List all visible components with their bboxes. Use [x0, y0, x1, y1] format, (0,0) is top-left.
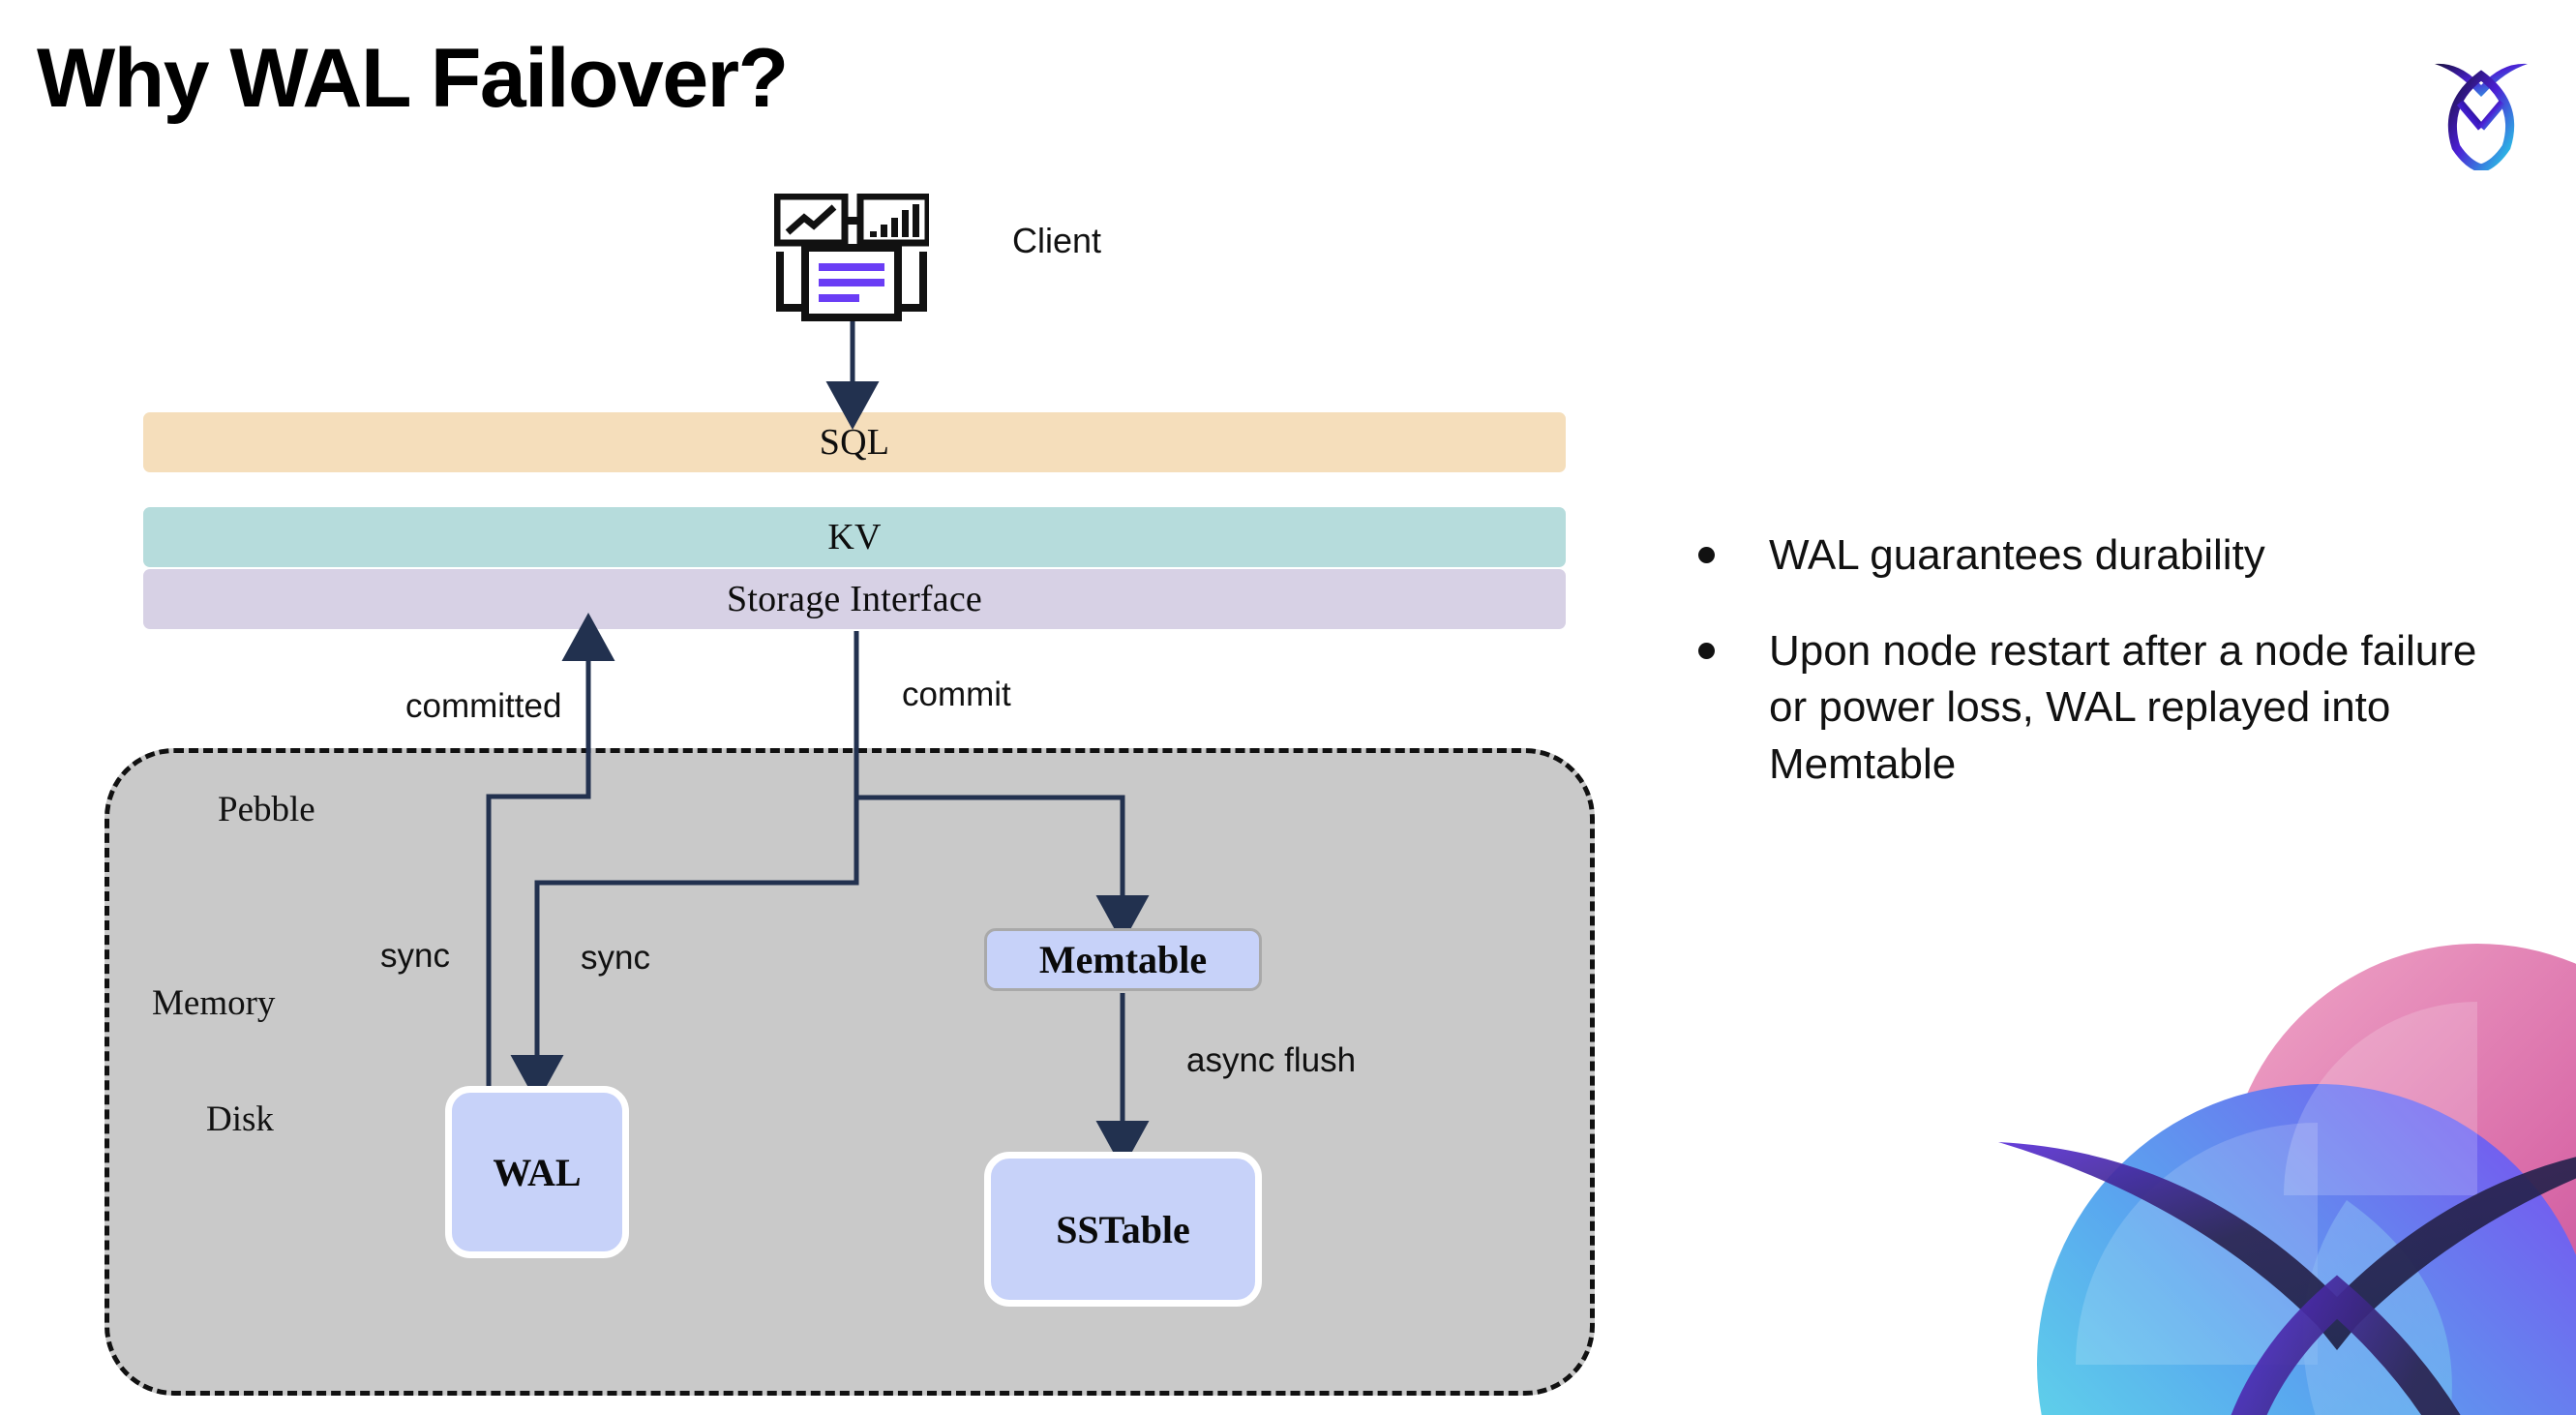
- decorative-corner-graphic: [1940, 910, 2576, 1415]
- edge-label-commit: commit: [902, 676, 1011, 713]
- list-item: Upon node restart after a node failure o…: [1698, 623, 2501, 794]
- edge-label-sync-right: sync: [581, 939, 650, 977]
- pebble-label: Pebble: [218, 790, 315, 829]
- layer-bar-storage: Storage Interface: [143, 569, 1566, 629]
- edge-label-sync-left: sync: [380, 937, 450, 975]
- node-sstable: SSTable: [984, 1152, 1262, 1307]
- bullet-text: WAL guarantees durability: [1769, 531, 2265, 579]
- bullet-dot-icon: [1698, 642, 1715, 659]
- edge-label-committed: committed: [405, 687, 562, 725]
- client-label: Client: [1012, 221, 1102, 260]
- cockroachdb-logo: [2413, 35, 2549, 173]
- layer-bar-kv: KV: [143, 507, 1566, 567]
- edge-label-async-flush: async flush: [1186, 1041, 1357, 1079]
- memory-label: Memory: [152, 983, 276, 1023]
- bullet-text: Upon node restart after a node failure o…: [1769, 626, 2477, 788]
- list-item: WAL guarantees durability: [1698, 527, 2501, 585]
- page-title: Why WAL Failover?: [37, 32, 789, 125]
- client-dashboard-icon: [773, 193, 932, 324]
- disk-label: Disk: [206, 1099, 274, 1139]
- node-wal: WAL: [445, 1086, 629, 1258]
- bullet-list: WAL guarantees durability Upon node rest…: [1698, 527, 2501, 831]
- pebble-container: [105, 748, 1595, 1396]
- layer-bar-sql: SQL: [143, 412, 1566, 472]
- bullet-dot-icon: [1698, 547, 1715, 563]
- node-memtable: Memtable: [984, 928, 1262, 991]
